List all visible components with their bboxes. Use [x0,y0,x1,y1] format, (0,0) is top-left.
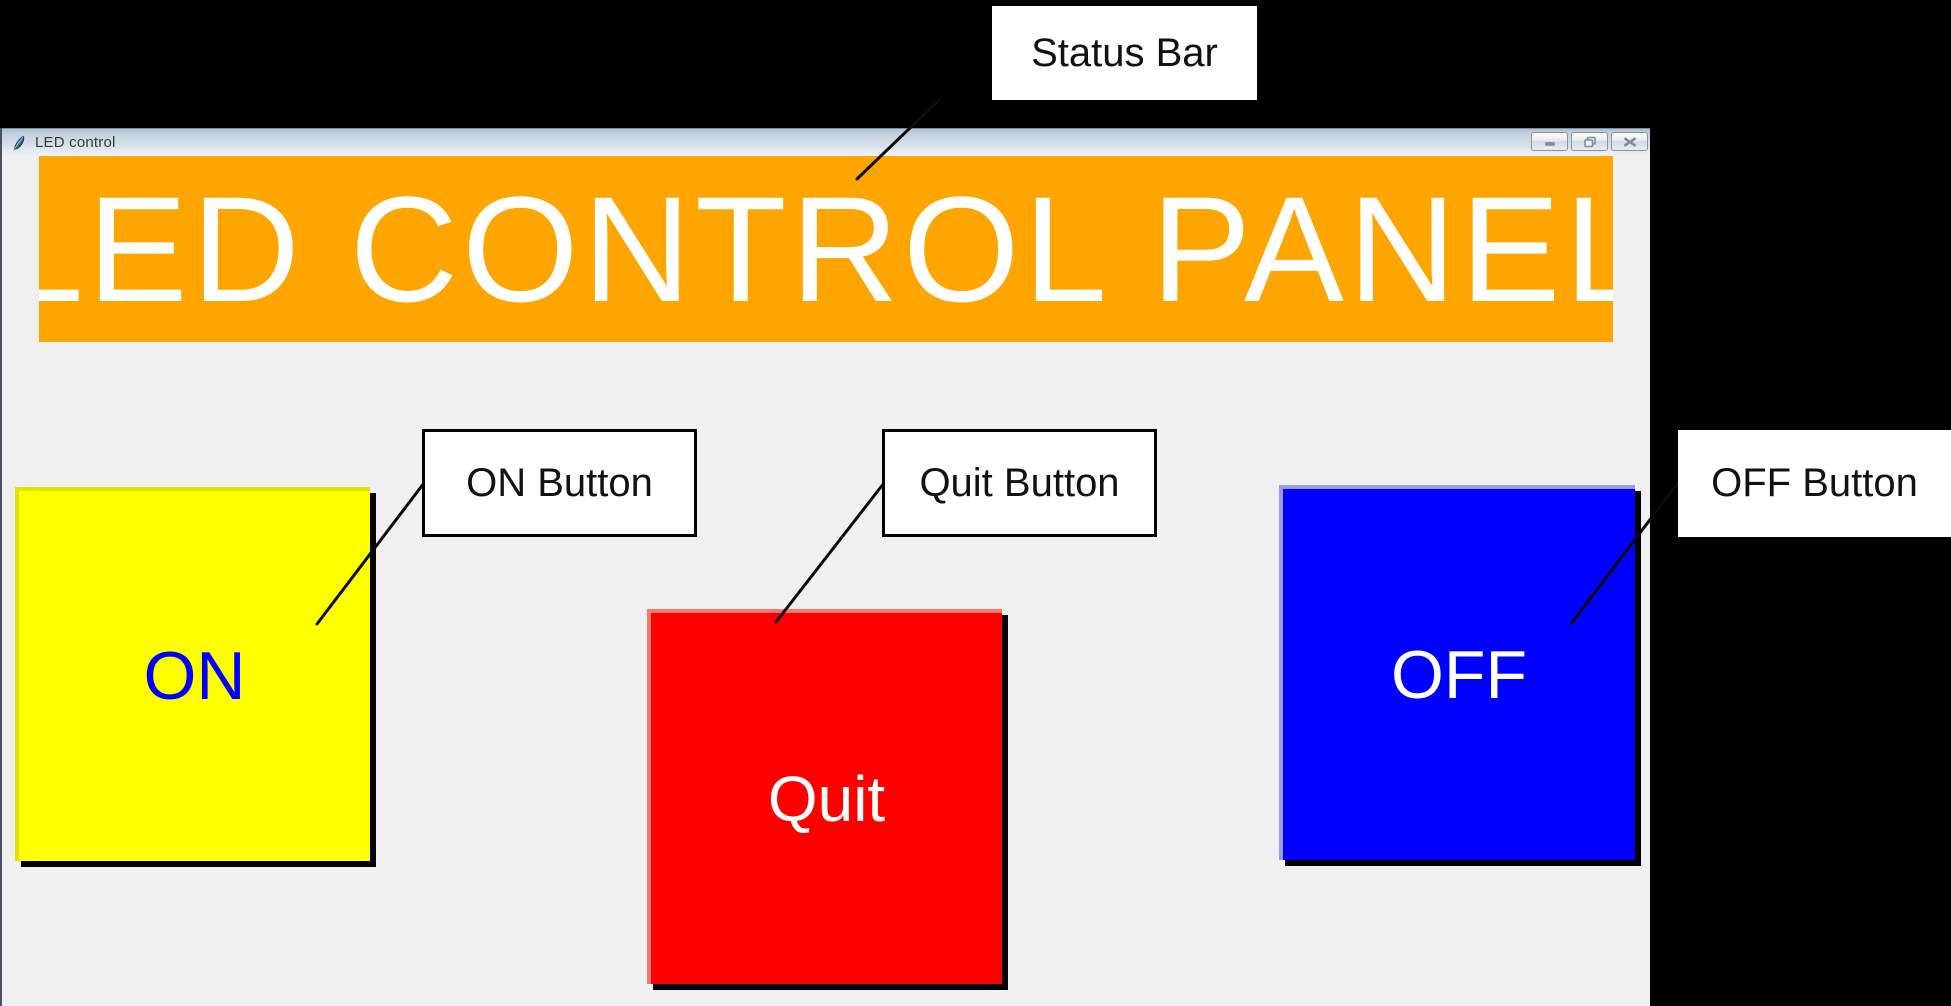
on-button[interactable]: ON [15,487,370,861]
restore-icon [1583,136,1596,147]
window-titlebar[interactable]: LED control [2,128,1650,156]
status-bar-banner: LED CONTROL PANEL [39,156,1613,342]
off-button-callout-label: OFF Button [1711,461,1918,505]
on-button-callout-label: ON Button [466,460,653,505]
minimize-icon [1544,141,1555,146]
close-icon [1623,136,1636,147]
minimize-button[interactable] [1531,132,1568,151]
off-button[interactable]: OFF [1279,485,1635,860]
close-button[interactable] [1611,132,1648,151]
status-bar-callout-label: Status Bar [1031,30,1218,75]
status-bar-callout: Status Bar [989,3,1260,103]
quit-button-callout: Quit Button [882,429,1157,537]
tk-feather-icon [13,135,25,150]
quit-button[interactable]: Quit [647,609,1002,984]
off-button-callout: OFF Button [1678,430,1951,537]
quit-button-callout-label: Quit Button [919,460,1120,505]
on-button-callout: ON Button [422,429,697,537]
window-controls [1531,132,1648,151]
app-window: LED control [0,128,1650,1006]
restore-button[interactable] [1571,132,1608,151]
window-title: LED control [35,134,116,151]
